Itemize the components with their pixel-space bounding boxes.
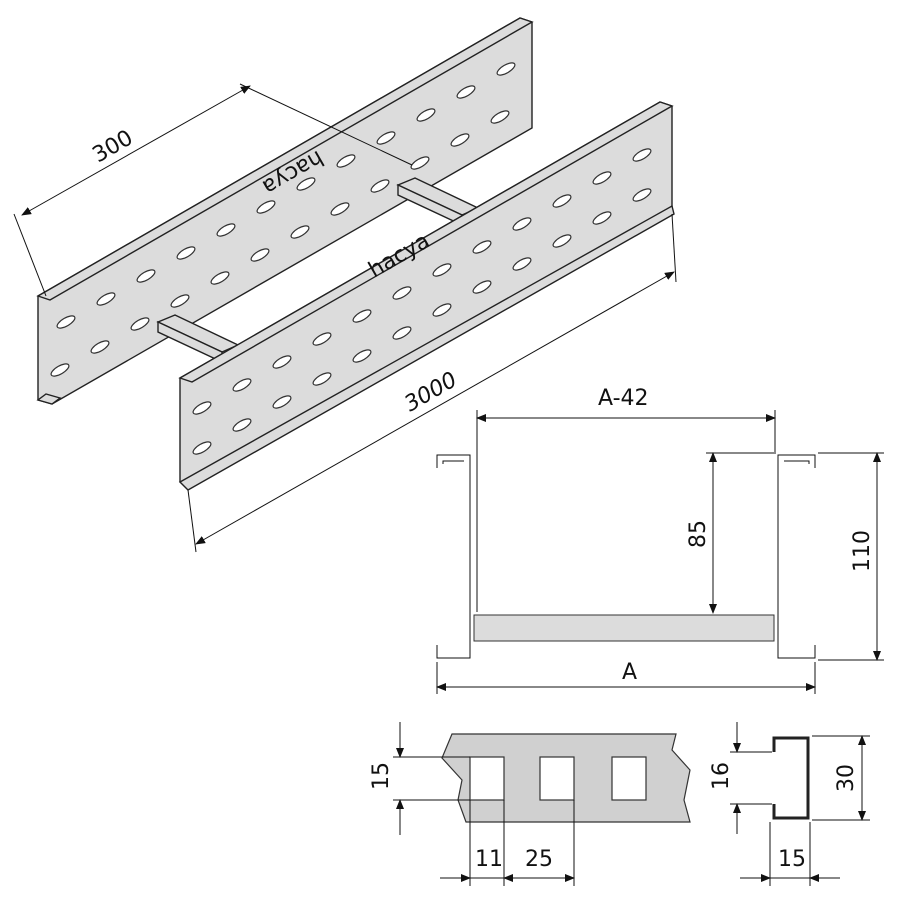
right-channel xyxy=(777,454,816,659)
dim-line-3000 xyxy=(195,271,675,545)
slot-hole xyxy=(330,202,350,216)
slot-hole xyxy=(592,171,612,185)
slot-hole xyxy=(490,110,510,124)
slot-hole xyxy=(176,246,196,260)
slot-hole xyxy=(90,340,110,354)
rung-section xyxy=(473,614,775,642)
dim-15-slot: 15 xyxy=(369,762,394,790)
dim-110: 110 xyxy=(850,530,875,572)
slot-hole xyxy=(410,156,430,170)
slot-hole xyxy=(632,148,652,162)
dim-a-42: A-42 xyxy=(598,386,649,411)
slot-hole xyxy=(370,179,390,193)
slot-hole xyxy=(416,108,436,122)
slot-hole xyxy=(496,62,516,76)
rung-profile: 16 30 15 xyxy=(709,722,870,886)
back-side-rail xyxy=(36,17,534,405)
slot-hole xyxy=(216,223,236,237)
slot-hole xyxy=(512,217,532,231)
slot-hole xyxy=(170,294,190,308)
slot-hole xyxy=(552,194,572,208)
slot-hole xyxy=(130,317,150,331)
dim-25: 25 xyxy=(525,847,553,872)
square-hole xyxy=(539,756,575,801)
cross-section: A-42 85 110 A xyxy=(436,386,884,694)
slot-hole xyxy=(96,292,116,306)
slot-hole xyxy=(376,131,396,145)
slot-hole xyxy=(256,200,276,214)
slot-hole xyxy=(136,269,156,283)
dim-11: 11 xyxy=(475,847,503,872)
iso-view: hacya hacya 300 3000 xyxy=(13,17,677,553)
dim-85: 85 xyxy=(686,520,711,548)
slot-hole xyxy=(336,154,356,168)
slot-hole xyxy=(632,188,652,202)
slot-hole xyxy=(250,248,270,262)
slot-hole xyxy=(296,177,316,191)
dim-30: 30 xyxy=(834,764,859,792)
slot-hole xyxy=(50,363,70,377)
slot-hole xyxy=(56,315,76,329)
dim-300: 300 xyxy=(89,126,138,169)
slot-hole xyxy=(290,225,310,239)
dim-a: A xyxy=(622,660,637,685)
dim-15-profile: 15 xyxy=(778,847,806,872)
slot-hole xyxy=(450,133,470,147)
slot-hole xyxy=(472,240,492,254)
square-hole xyxy=(469,756,505,801)
square-hole xyxy=(611,756,647,801)
dim-line-300 xyxy=(21,85,251,216)
dim-16: 16 xyxy=(709,762,734,790)
left-channel xyxy=(436,454,471,659)
slot-hole xyxy=(552,234,572,248)
slot-hole xyxy=(592,211,612,225)
perforation-detail: 15 11 25 xyxy=(369,722,691,886)
slot-hole xyxy=(512,257,532,271)
slot-hole xyxy=(456,85,476,99)
